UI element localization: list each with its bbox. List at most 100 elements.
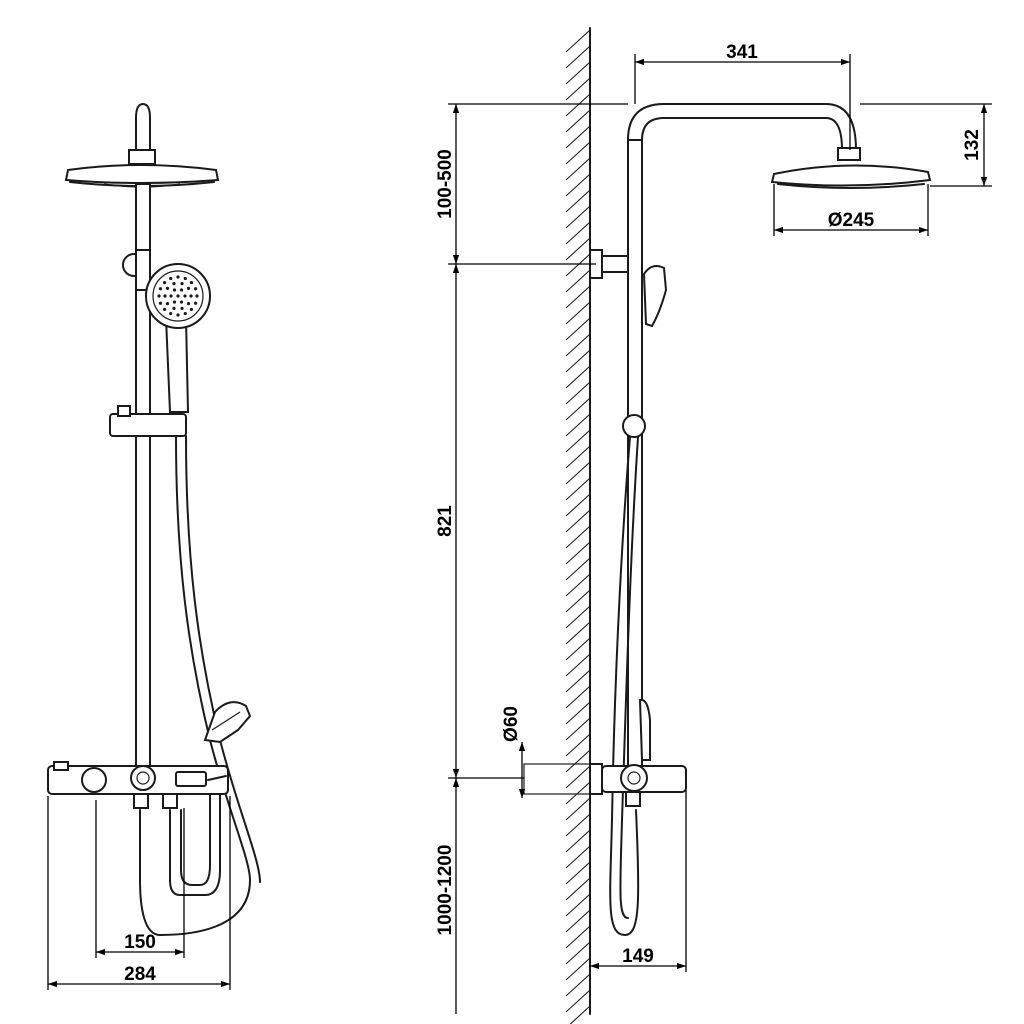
hatch-line [565, 477, 591, 501]
hatch-line [565, 157, 591, 181]
hatch-line [565, 61, 591, 85]
front-bidet-spray [203, 701, 252, 744]
spray-nozzle [180, 282, 184, 286]
hatch-line [565, 733, 591, 757]
spray-nozzle [176, 294, 180, 298]
front-mixer-bar [47, 761, 229, 809]
spray-nozzle [169, 294, 173, 298]
hatch-line [565, 989, 591, 1013]
spray-nozzle [157, 294, 161, 298]
front-hand-shower [145, 263, 211, 413]
hatch-line [565, 445, 591, 469]
hatch-line [565, 637, 591, 661]
side-hose [609, 436, 640, 936]
spray-nozzles [157, 275, 199, 317]
hatch-line [565, 125, 591, 149]
hatch-line [565, 173, 591, 197]
hatch-line [565, 941, 591, 965]
front-slider-bracket [109, 413, 187, 437]
hatch-line [565, 253, 591, 277]
hatch-line [565, 413, 591, 437]
spray-nozzle [176, 313, 180, 317]
hatch-line [565, 285, 591, 309]
front-rain-shower-head [64, 149, 220, 188]
hatch-line [565, 237, 591, 261]
spray-nozzle [179, 300, 184, 304]
hatch-line [565, 93, 591, 117]
hatch-line [565, 269, 591, 293]
spray-nozzle [186, 302, 191, 306]
hatch-line [565, 429, 591, 453]
spray-nozzle [189, 294, 193, 298]
spray-nozzle [189, 280, 194, 285]
hatch-line [565, 749, 591, 773]
side-shower-arm [627, 103, 857, 151]
hatch-line [565, 541, 591, 565]
side-view [523, 27, 932, 1024]
spray-nozzle [193, 287, 198, 291]
spray-nozzle [179, 288, 184, 292]
hatch-line [565, 365, 591, 389]
arm-reach-label: 341 [726, 42, 758, 63]
spray-nozzle [172, 282, 176, 286]
head-drop-label: 132 [962, 129, 983, 161]
spray-nozzle [172, 306, 176, 310]
spray-nozzle [183, 276, 187, 281]
side-dimensions: 341 132 Ø245 100-500 821 1000-1200 Ø60 1… [435, 42, 992, 1014]
hatch-line [565, 205, 591, 229]
inlet-spacing-label: 150 [124, 932, 156, 953]
hatch-line [565, 557, 591, 581]
side-hand-shower [642, 265, 668, 328]
hatch-line [565, 925, 591, 949]
hatch-line [565, 381, 591, 405]
hatch-line [565, 797, 591, 821]
hatch-line [565, 877, 591, 901]
hatch-line [565, 685, 591, 709]
spray-nozzle [183, 311, 187, 316]
hatch-line [565, 813, 591, 837]
mixer-width-label: 284 [124, 964, 156, 985]
hatch-line [565, 525, 591, 549]
hatch-line [565, 653, 591, 677]
hatch-line [565, 669, 591, 693]
hatch-line [565, 397, 591, 421]
hatch-line [565, 493, 591, 517]
hatch-line [565, 461, 591, 485]
spray-nozzle [172, 300, 177, 304]
front-dimensions: 150 284 [47, 796, 231, 990]
hatch-line [565, 589, 591, 613]
hatch-line [565, 893, 591, 917]
hatch-line [565, 781, 591, 805]
spray-nozzle [158, 301, 163, 305]
spray-nozzle [165, 286, 170, 290]
side-slider-knob [622, 414, 646, 438]
spray-nozzle [183, 294, 187, 298]
spray-nozzle [165, 302, 170, 306]
hatch-line [565, 45, 591, 69]
spray-nozzle [195, 294, 199, 298]
front-gooseneck [135, 103, 151, 161]
hatch-line [565, 605, 591, 629]
side-riser-pipe [627, 139, 643, 773]
wall-hatching [565, 29, 591, 1024]
hatch-line [565, 701, 591, 725]
hatch-line [565, 509, 591, 533]
spray-nozzle [162, 307, 167, 312]
hatch-line [565, 221, 591, 245]
spray-nozzle [169, 276, 173, 281]
hatch-line [565, 573, 591, 597]
front-view [47, 103, 261, 936]
riser-length-label: 821 [435, 505, 456, 537]
hatch-line [565, 621, 591, 645]
hatch-line [569, 1005, 591, 1024]
hatch-line [565, 29, 591, 53]
head-diameter-label: Ø245 [828, 210, 875, 231]
install-height-label: 1000-1200 [435, 845, 456, 936]
spray-nozzle [158, 287, 163, 291]
hatch-line [565, 717, 591, 741]
spray-nozzle [163, 294, 167, 298]
front-hose [139, 435, 251, 936]
hatch-line [565, 349, 591, 373]
spray-nozzle [162, 280, 167, 285]
